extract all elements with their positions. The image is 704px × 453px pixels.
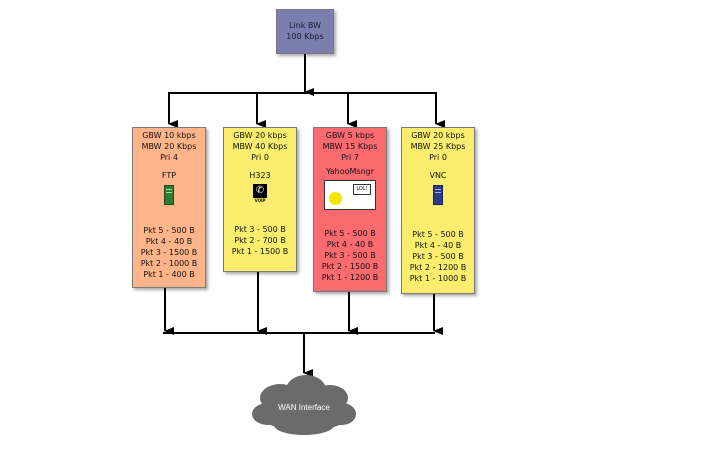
link-label: Link BW — [288, 21, 322, 30]
packet-item: Pkt 3 - 1500 B — [140, 248, 198, 257]
app-name: YahooMsngr — [325, 167, 375, 176]
priority: Pri 7 — [341, 153, 359, 162]
packet-item: Pkt 5 - 500 B — [324, 229, 376, 238]
packet-item: Pkt 4 - 40 B — [145, 237, 193, 246]
guaranteed-bandwidth: GBW 10 kbps — [142, 131, 196, 140]
server-blue-icon — [433, 185, 443, 205]
guaranteed-bandwidth: GBW 5 kbps — [325, 131, 375, 140]
queue-ftp: GBW 10 kbps MBW 20 Kbps Pri 4 FTP Pkt 5 … — [132, 127, 206, 288]
link-bandwidth-box: Link BW 100 Kbps — [276, 9, 334, 54]
guaranteed-bandwidth: GBW 20 kbps — [411, 131, 465, 140]
smiley-icon — [329, 192, 342, 205]
packet-item: Pkt 1 - 1200 B — [321, 273, 379, 282]
queue-yahoo-messenger: GBW 5 kbps MBW 15 Kbps Pri 7 YahooMsngr … — [313, 127, 387, 292]
packet-item: Pkt 1 - 1500 B — [231, 247, 289, 256]
packet-list: Pkt 5 - 500 B Pkt 4 - 40 B Pkt 3 - 500 B… — [314, 228, 386, 283]
packet-list: Pkt 5 - 500 B Pkt 4 - 40 B Pkt 3 - 500 B… — [402, 229, 474, 284]
speech-bubble: LOL! — [353, 184, 371, 195]
priority: Pri 0 — [251, 153, 269, 162]
max-bandwidth: MBW 25 Kbps — [410, 142, 466, 151]
guaranteed-bandwidth: GBW 20 kbps — [233, 131, 287, 140]
app-name: VNC — [429, 171, 447, 180]
priority: Pri 4 — [160, 153, 178, 162]
packet-list: Pkt 3 - 500 B Pkt 2 - 700 B Pkt 1 - 1500… — [224, 224, 296, 257]
link-bandwidth: 100 Kbps — [286, 32, 324, 41]
max-bandwidth: MBW 40 Kbps — [232, 142, 288, 151]
packet-item: Pkt 4 - 40 B — [414, 241, 462, 250]
queue-vnc: GBW 20 kbps MBW 25 Kbps Pri 0 VNC Pkt 5 … — [401, 127, 475, 294]
packet-item: Pkt 3 - 500 B — [324, 251, 376, 260]
priority: Pri 0 — [429, 153, 447, 162]
packet-item: Pkt 3 - 500 B — [234, 225, 286, 234]
packet-list: Pkt 5 - 500 B Pkt 4 - 40 B Pkt 3 - 1500 … — [133, 225, 205, 280]
packet-item: Pkt 2 - 1000 B — [140, 259, 198, 268]
packet-item: Pkt 2 - 700 B — [234, 236, 286, 245]
app-name: H323 — [249, 171, 271, 180]
packet-item: Pkt 5 - 500 B — [412, 230, 464, 239]
packet-item: Pkt 2 - 1500 B — [321, 262, 379, 271]
max-bandwidth: MBW 20 Kbps — [141, 142, 197, 151]
packet-item: Pkt 1 - 1000 B — [409, 274, 467, 283]
wan-interface-label: WAN Interface — [278, 403, 330, 412]
server-green-icon — [164, 185, 174, 205]
chat-smiley-icon: LOL! — [324, 180, 376, 210]
app-name: FTP — [161, 171, 177, 180]
voip-phone-icon: ✆ — [253, 184, 267, 198]
max-bandwidth: MBW 15 Kbps — [322, 142, 378, 151]
voip-label: VOIP — [254, 198, 266, 203]
packet-item: Pkt 4 - 40 B — [326, 240, 374, 249]
packet-item: Pkt 3 - 500 B — [412, 252, 464, 261]
packet-item: Pkt 1 - 400 B — [143, 270, 195, 279]
wan-cloud-icon — [252, 375, 356, 435]
packet-item: Pkt 5 - 500 B — [143, 226, 195, 235]
packet-item: Pkt 2 - 1200 B — [409, 263, 467, 272]
queue-h323: GBW 20 kbps MBW 40 Kbps Pri 0 H323 ✆ VOI… — [223, 127, 297, 272]
